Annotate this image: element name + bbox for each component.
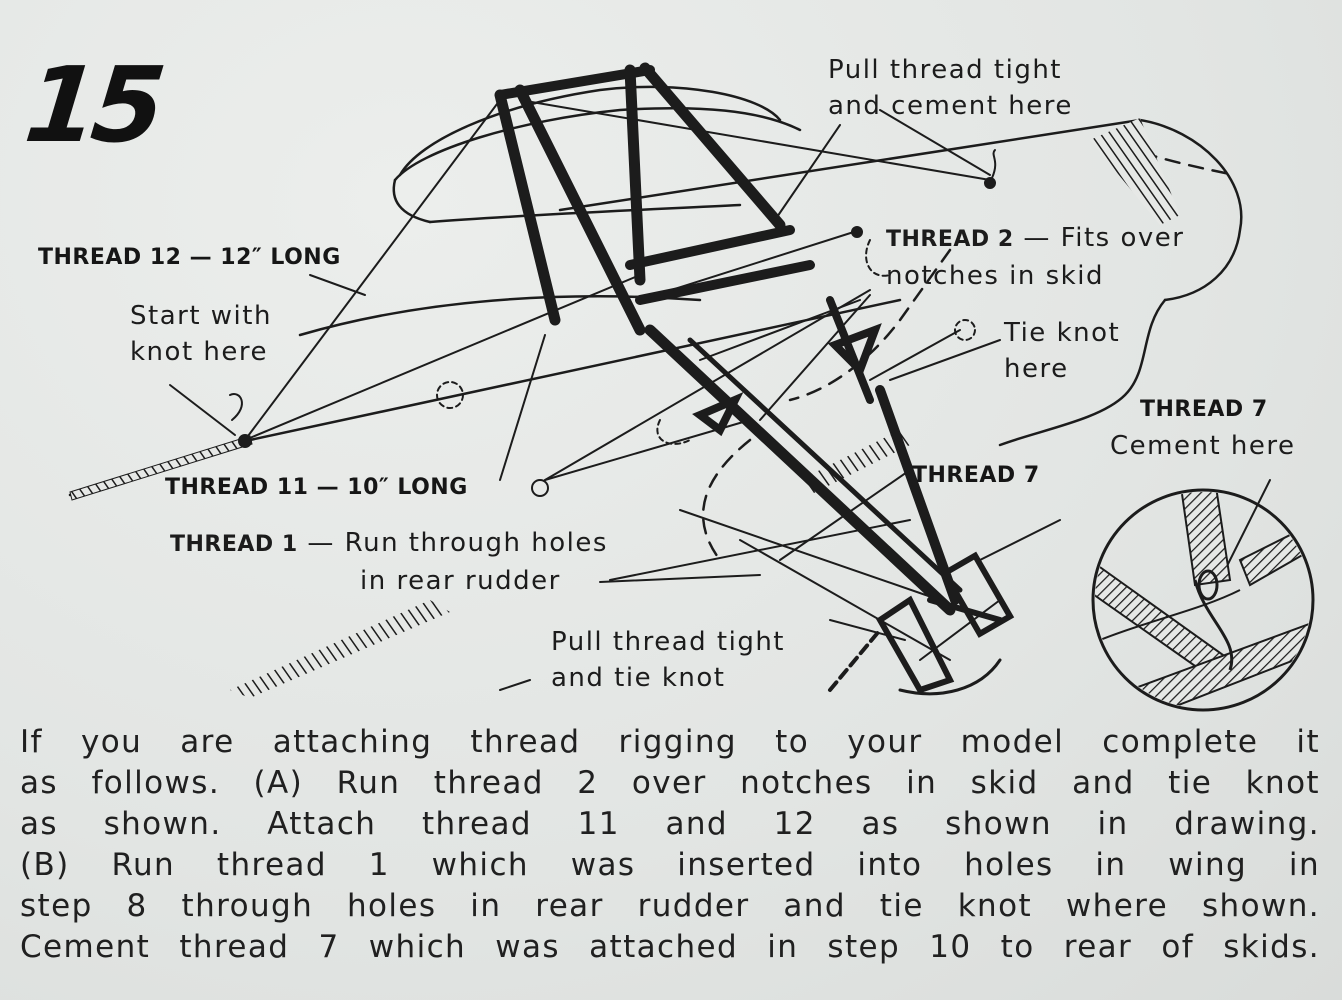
label-start-with-knot-line2: knot here: [130, 337, 268, 367]
skid-shadow-hatch: [800, 430, 910, 495]
label-pull-thread-cement-line2: and cement here: [828, 91, 1073, 121]
label-thread-2-caps: THREAD 2: [886, 227, 1014, 252]
lower-shadow-hatch: [230, 600, 450, 698]
instructions-line: step 8 through holes in rear rudder and …: [20, 888, 1320, 924]
label-pull-thread-cement-line1: Pull thread tight: [828, 55, 1062, 85]
label-pull-thread-tie-line2: and tie knot: [551, 663, 726, 693]
label-thread-12: THREAD 12 — 12″ LONG: [38, 245, 341, 270]
label-cement-here: Cement here: [1110, 431, 1296, 461]
detail-inset: [1091, 488, 1315, 712]
label-pull-thread-tie-line1: Pull thread tight: [551, 627, 785, 657]
rigging-diagram: [68, 62, 1315, 712]
instructions-paragraph: If you are attaching thread rigging to y…: [20, 722, 1320, 968]
instructions-line: as follows. (A) Run thread 2 over notche…: [20, 765, 1320, 801]
label-thread-11: THREAD 11 — 10″ LONG: [165, 475, 468, 500]
label-tie-knot-line2: here: [1004, 354, 1069, 384]
label-thread-2-line1: — Fits over: [1023, 223, 1185, 253]
label-thread-1-caps: THREAD 1: [170, 532, 298, 557]
label-tie-knot-line1: Tie knot: [1004, 318, 1121, 348]
instructions-line: If you are attaching thread rigging to y…: [20, 724, 1320, 760]
label-thread-1: THREAD 1 — Run through holes in rear rud…: [170, 525, 608, 599]
instructions-line: (B) Run thread 1 which was inserted into…: [20, 847, 1320, 883]
label-thread-1-line1: — Run through holes: [307, 528, 608, 558]
label-thread-7-mid: THREAD 7: [912, 463, 1040, 488]
trailing-edge-hatch: [1090, 118, 1180, 225]
leading-edge-hatch: [69, 435, 253, 501]
label-thread-1-line2: in rear rudder: [360, 566, 561, 596]
label-pull-thread-cement: Pull thread tight and cement here: [828, 52, 1073, 124]
label-start-with-knot: Start with knot here: [130, 298, 272, 370]
instructions-line: Cement thread 7 which was attached in st…: [20, 929, 1320, 965]
step-number: 15: [19, 44, 166, 166]
label-thread-2-line2: notches in skid: [886, 261, 1104, 291]
label-tie-knot: Tie knot here: [1004, 315, 1120, 387]
label-thread-2: THREAD 2 — Fits over notches in skid: [886, 220, 1184, 294]
rear-skid: [828, 551, 1015, 696]
label-thread-7-top: THREAD 7: [1140, 397, 1268, 422]
struts: [494, 62, 963, 616]
label-start-with-knot-line1: Start with: [130, 301, 272, 331]
instructions-line: as shown. Attach thread 11 and 12 as sho…: [20, 806, 1320, 842]
label-pull-thread-tie: Pull thread tight and tie knot: [551, 624, 785, 696]
